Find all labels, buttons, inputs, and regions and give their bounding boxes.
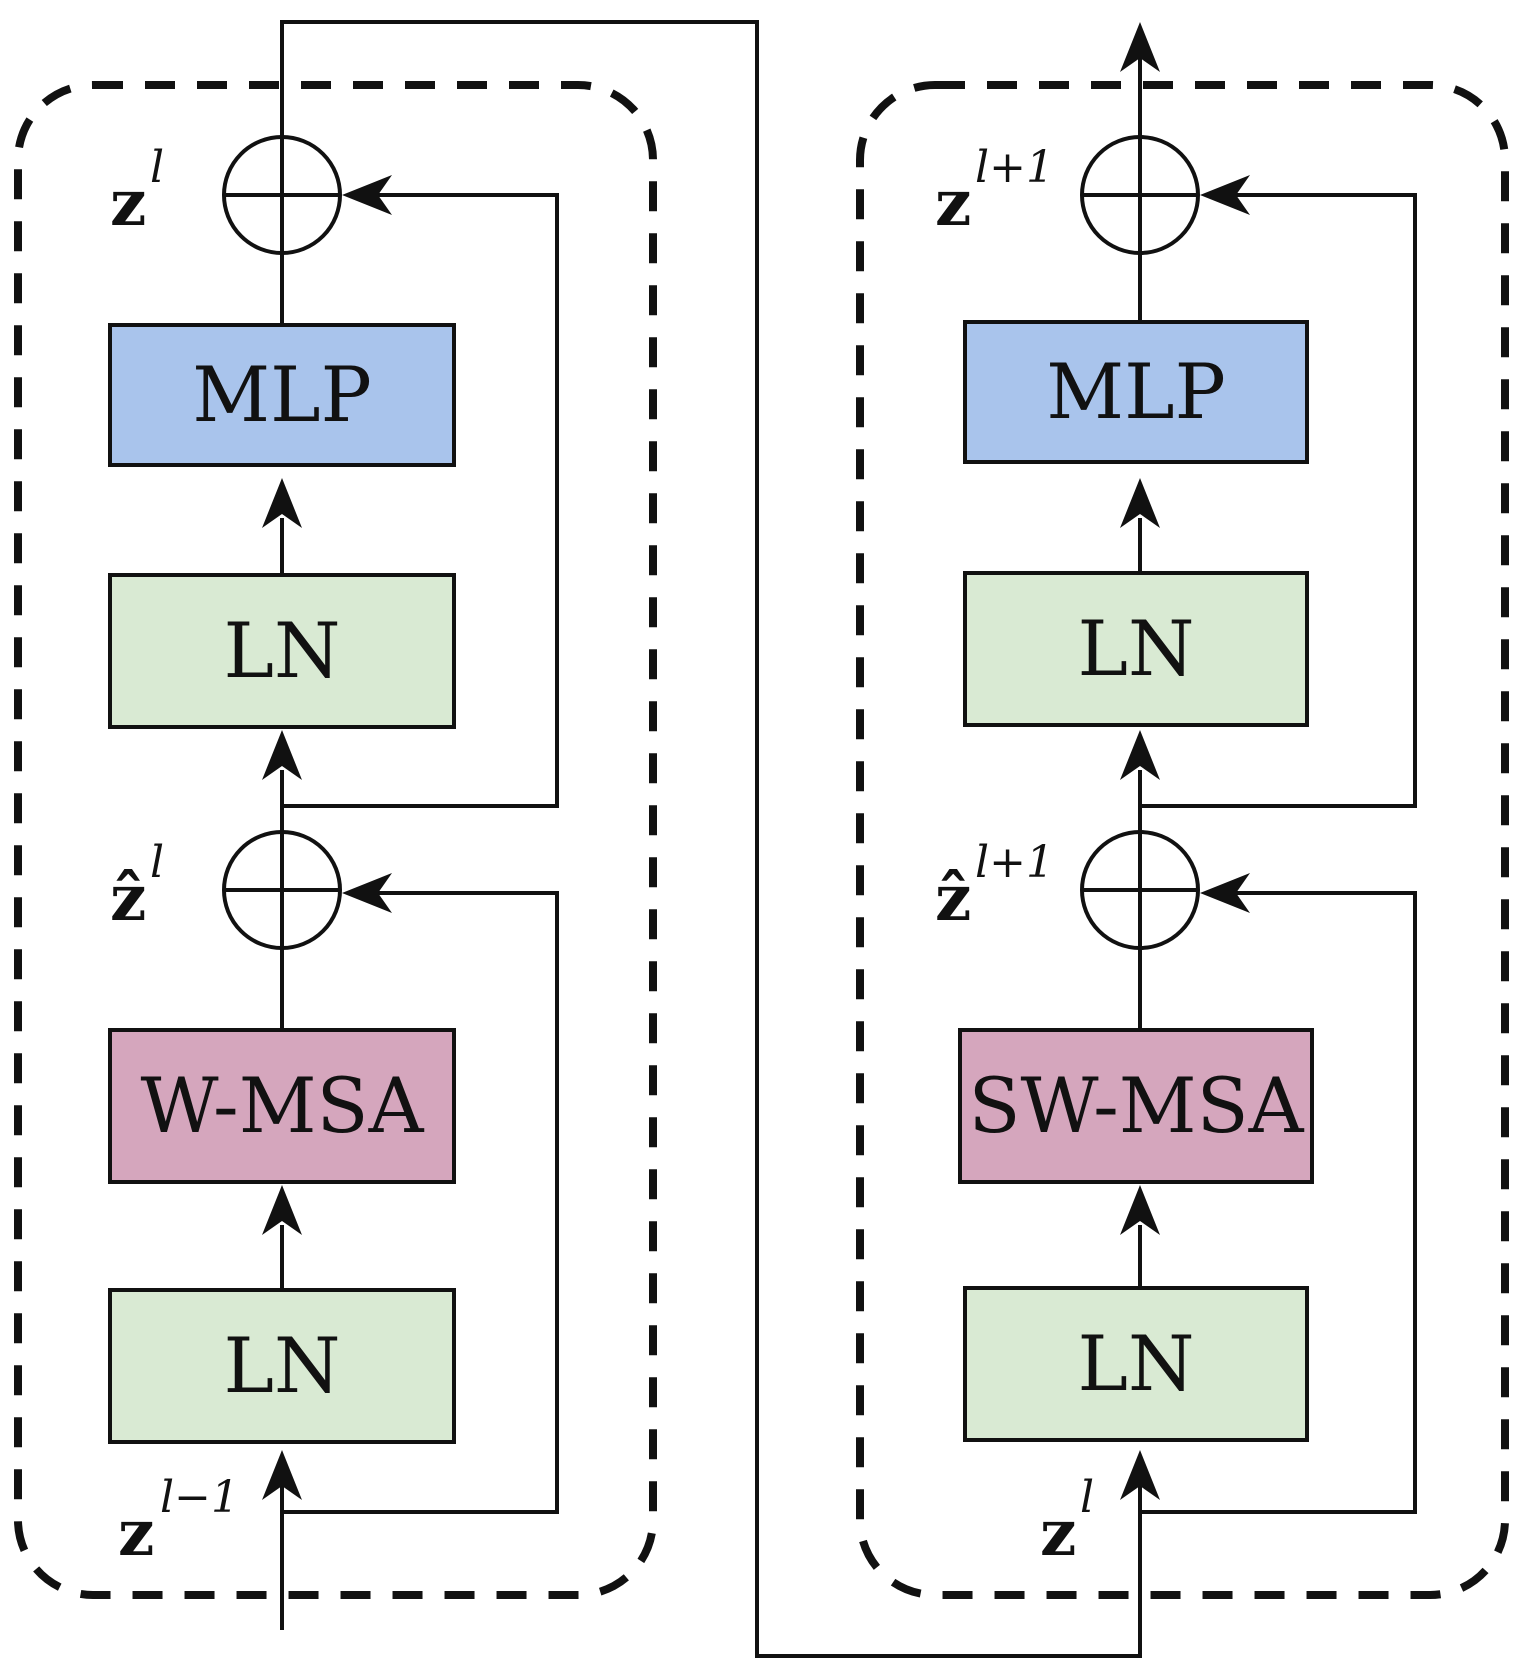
- left-ln-top-label: LN: [224, 606, 341, 695]
- left-msa-label: W-MSA: [140, 1061, 424, 1150]
- left-input-var-sup: l−1: [160, 1472, 239, 1523]
- left-arrow-into-mlp: [262, 478, 302, 528]
- right-arrow-output: [1120, 22, 1160, 72]
- left-ln-bottom-label: LN: [224, 1321, 341, 1410]
- right-mid-var-base: ẑ: [935, 861, 971, 936]
- right-output-var-sup: l+1: [975, 142, 1054, 193]
- right-mlp-label: MLP: [1046, 347, 1225, 436]
- right-arrow-into-sum2: [1200, 175, 1250, 215]
- left-msa-box: W-MSA: [108, 1028, 456, 1184]
- left-mid-var-base: ẑ: [110, 861, 146, 936]
- left-sum-bottom: [222, 830, 342, 950]
- right-arrow-into-msa: [1120, 1185, 1160, 1235]
- left-arrow-into-ln2: [262, 730, 302, 780]
- left-input-var-base: z: [118, 1496, 154, 1571]
- right-ln-bottom-box: LN: [963, 1286, 1309, 1442]
- right-arrow-into-sum1: [1200, 873, 1250, 913]
- right-input-var-base: z: [1040, 1496, 1076, 1571]
- left-arrow-into-sum1: [342, 873, 392, 913]
- left-residual-1: [282, 891, 559, 1514]
- right-input-var-sup: l: [1080, 1472, 1094, 1523]
- inter-block-connector: [280, 20, 1142, 1658]
- left-residual-2: [282, 193, 559, 808]
- left-sum-top: [222, 135, 342, 255]
- left-mlp-box: MLP: [108, 323, 456, 467]
- right-residual-1: [1140, 891, 1417, 1514]
- right-output-variable: z l+1: [935, 142, 1054, 241]
- right-output-var-base: z: [935, 166, 971, 241]
- right-block-outline: [856, 81, 1509, 1599]
- right-input-variable: z l: [1040, 1472, 1094, 1571]
- right-ln-top-box: LN: [963, 571, 1309, 727]
- left-ln-top-box: LN: [108, 573, 456, 729]
- right-ln-bottom-label: LN: [1078, 1319, 1195, 1408]
- right-arrow-into-ln2: [1120, 730, 1160, 780]
- left-arrow-into-ln1: [262, 1450, 302, 1500]
- right-residual-2: [1140, 193, 1417, 808]
- left-arrow-into-sum2: [342, 175, 392, 215]
- left-output-variable: z l: [110, 142, 164, 241]
- right-msa-label: SW-MSA: [968, 1061, 1304, 1150]
- left-arrow-into-msa: [262, 1185, 302, 1235]
- left-mid-var-sup: l: [150, 837, 164, 888]
- right-mlp-box: MLP: [963, 320, 1309, 464]
- right-sum-top: [1080, 135, 1200, 255]
- left-output-var-sup: l: [150, 142, 164, 193]
- right-msa-box: SW-MSA: [958, 1028, 1314, 1184]
- left-mid-variable: ẑ l: [110, 837, 164, 936]
- left-ln-bottom-box: LN: [108, 1288, 456, 1444]
- left-mlp-label: MLP: [192, 350, 371, 439]
- left-input-variable: z l−1: [118, 1472, 239, 1571]
- right-arrow-into-ln1: [1120, 1450, 1160, 1500]
- right-mid-variable: ẑ l+1: [935, 837, 1054, 936]
- right-arrow-into-mlp: [1120, 478, 1160, 528]
- right-mid-var-sup: l+1: [975, 837, 1054, 888]
- left-output-var-base: z: [110, 166, 146, 241]
- right-ln-top-label: LN: [1078, 604, 1195, 693]
- right-sum-bottom: [1080, 830, 1200, 950]
